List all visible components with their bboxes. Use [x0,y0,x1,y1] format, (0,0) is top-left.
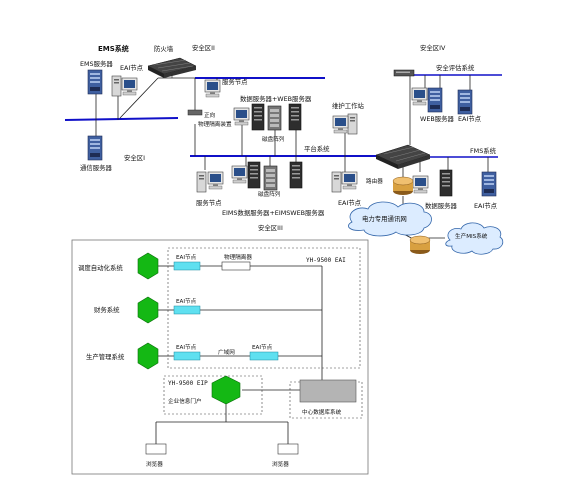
fms-eai-icon [481,171,497,197]
eims-servers-label: EIMS数据服务器+EIMSWEB服务器 [222,208,325,217]
eims-server-2-icon [247,161,261,189]
yh-eai-label: YH-9500 EAI [306,257,346,264]
wan-label: 广域网 [218,348,235,356]
router-icon [392,176,414,196]
disk-array-icon [267,105,282,131]
browser-label-1: 浏览器 [146,460,163,468]
eai-dashed-frame [167,247,361,369]
power-net-cloud-icon [348,201,432,237]
ems-eai-label: EAI节点 [120,64,144,72]
eai-right-icon [457,89,473,115]
zone3-label: 安全区III [258,223,283,232]
zone4-label: 安全区IV [420,43,446,52]
zone4-device-icon [393,69,415,77]
system-label-2: 财务系统 [94,305,120,314]
central-db-label: 中心数据库系统 [302,408,342,416]
eai-node-bottom-label: EAI节点 [338,199,362,207]
fms-title: FMS系统 [470,146,497,155]
eai-label-2: EAI节点 [176,297,197,305]
router2-icon [409,235,431,255]
eai-label-3: EAI节点 [176,343,197,351]
zone1-bus [64,117,179,121]
eims-server-1-icon [231,165,248,184]
bottom-isolator-box [221,261,251,271]
fms-eai-label: EAI节点 [474,202,498,210]
data-server-label: 数据服务器 [425,201,458,210]
mis-cloud-icon [445,222,504,255]
ems-title: EMS系统 [98,44,129,53]
server-web-3-icon [288,103,302,131]
integration-frame [71,239,369,475]
system-label-3: 生产管理系统 [86,352,125,361]
bottom-isolator-label: 物理隔离器 [224,253,252,261]
service-node-bottom-label: 服务节点 [196,198,222,207]
disk-array2-icon [263,165,278,191]
eai-box-3 [173,351,201,361]
router-label: 路由器 [366,177,383,185]
integration-links [155,265,323,444]
ems-server-icon [87,69,103,95]
yh-eip-label: YH-9500 EIP [168,380,208,387]
server-web-1-icon [233,107,250,126]
web-server-label: WEB服务器 [420,114,455,123]
power-net-label: 电力专用通讯网 [362,214,407,223]
comm-server-icon [87,135,103,161]
server-web-2-icon [251,103,265,131]
zone2-label: 安全区II [192,43,215,52]
system-hexagon-3 [137,342,159,370]
disk-array2-label: 磁盘阵列 [258,190,281,198]
eai-bottom-pc-icon [331,171,342,193]
service-node-top-label: 服务节点 [222,77,248,86]
eai-label-4: EAI节点 [252,343,273,351]
switch-icon [375,144,431,169]
browser-icon-1 [145,443,167,455]
comm-server-label: 通信服务器 [80,163,113,172]
platform-label: 平台系统 [304,144,330,153]
security-eval-monitor-icon [411,87,428,106]
maint-monitor-icon [332,115,349,134]
portal-hexagon [211,375,241,405]
data-server-icon [439,169,453,197]
eai-right-label: EAI节点 [458,115,482,123]
eims-server-3-icon [289,161,303,189]
isolator-icon [187,109,203,116]
system-hexagon-2 [137,296,159,324]
security-eval-label: 安全评估系统 [436,63,475,72]
system-label-1: 调度自动化系统 [78,263,123,272]
mis-cloud-label: 生产MIS系统 [455,232,488,240]
service-node-top-icon [204,79,221,98]
eai-box-2 [173,305,201,315]
eip-dashed-frame [163,375,263,415]
web-server-icon [427,87,443,113]
browser-icon-2 [277,443,299,455]
central-db-box [299,379,357,403]
service-node-bottom-icon [207,171,224,190]
browser-label-2: 浏览器 [272,460,289,468]
portal-label: 企业信息门户 [168,397,202,405]
isolator-label: 物理隔离装置 [198,120,232,128]
maint-label: 维护工作站 [332,101,365,110]
fms-workstation-icon [412,175,429,194]
zone1-label: 安全区I [124,153,145,162]
eai-bottom-monitor-icon [341,171,358,190]
firewall-label: 防火墙 [154,44,174,53]
service-node-bottom-pc-icon [196,171,207,193]
ems-eai-monitor-icon [121,77,138,96]
forward-label: 正向 [204,111,216,119]
eai-box-4 [249,351,279,361]
eai-label-1: EAI节点 [176,253,197,261]
system-hexagon-1 [137,252,159,280]
ems-server-label: EMS服务器 [80,59,113,68]
ems-eai-pc-icon [111,75,122,97]
disk-array-label: 磁盘阵列 [262,135,285,143]
maint-pc-icon [347,113,358,135]
servers-web-label: 数据服务器+WEB服务器 [240,94,312,103]
top-links [95,75,489,241]
eai-box-1 [173,261,201,271]
